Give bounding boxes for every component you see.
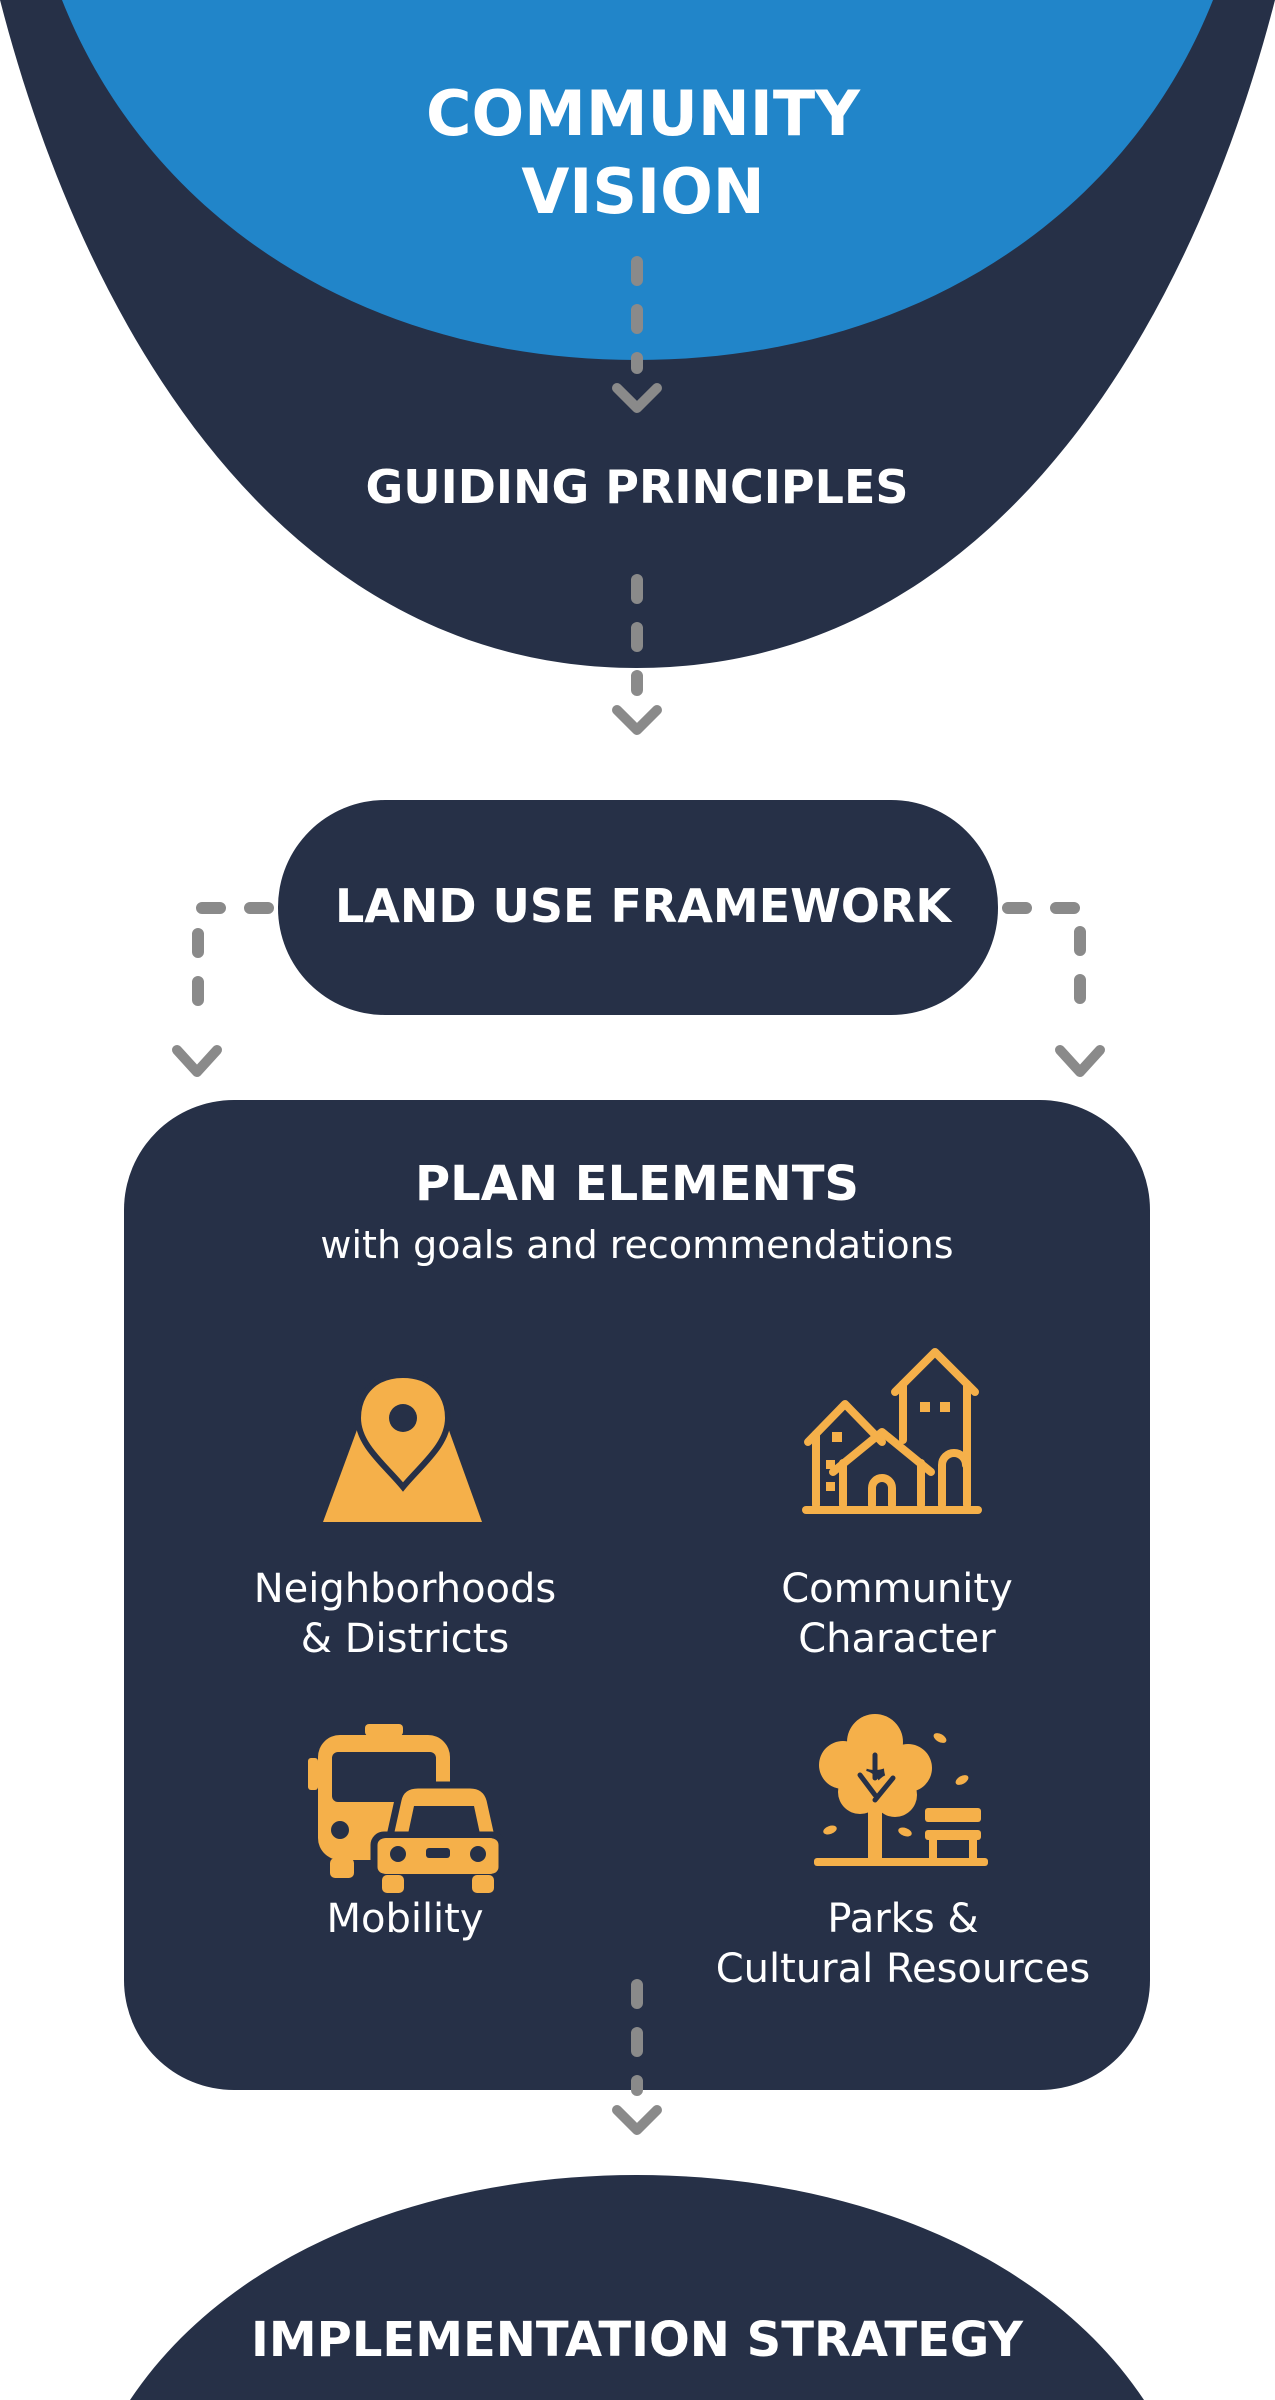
element-label-parks-line2: Cultural Resources [716,1946,1091,1992]
plan-elements-title: PLAN ELEMENTS [415,1156,859,1212]
connector-vision-to-principles [612,256,662,413]
map-pin-icon [323,1371,482,1522]
element-label-community-character-line2: Character [798,1616,996,1662]
land-use-framework-title: LAND USE FRAMEWORK [335,879,953,933]
community-vision-title-line1: COMMUNITY [426,77,861,150]
element-label-neighborhoods-line2: & Districts [301,1616,509,1662]
land-use-framework-pill [278,800,998,1015]
bus-car-icon [308,1724,506,1893]
guiding-principles-title: GUIDING PRINCIPLES [366,460,909,514]
element-label-community-character-line1: Community [781,1566,1013,1612]
houses-icon [802,1348,982,1514]
community-vision-bowl [62,0,1213,360]
element-label-parks-line1: Parks & [827,1896,978,1942]
connector-land-use-left [172,902,274,1077]
element-label-neighborhoods-line1: Neighborhoods [254,1566,557,1612]
element-label-mobility: Mobility [326,1896,483,1942]
tree-bench-icon [814,1714,988,1866]
plan-elements-subtitle: with goals and recommendations [320,1223,953,1267]
implementation-strategy-bowl [130,2175,1144,2400]
community-vision-title-line2: VISION [521,155,764,228]
connector-principles-to-land-use [612,574,662,735]
connector-elements-to-implementation [612,1979,662,2135]
implementation-strategy-title: IMPLEMENTATION STRATEGY [251,2312,1024,2368]
connector-land-use-right [1002,902,1105,1077]
